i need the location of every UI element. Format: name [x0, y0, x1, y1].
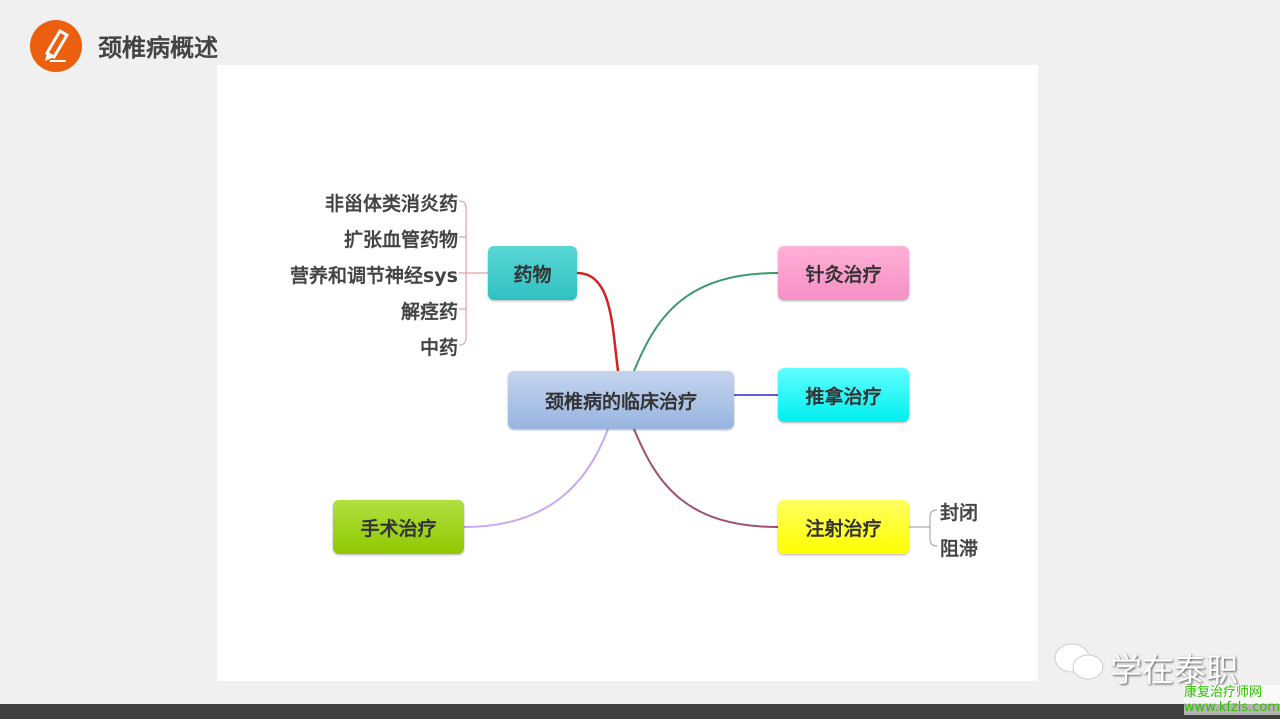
- drug-item: 中药: [419, 337, 458, 359]
- drug-item: 营养和调节神经sys: [289, 265, 458, 287]
- drug-item: 解痉药: [400, 301, 458, 323]
- injection-item: 封闭: [940, 502, 979, 524]
- site-name: 康复治疗师网: [1184, 685, 1263, 700]
- mindmap-connectors: [458, 200, 938, 547]
- node-surgery[interactable]: 手术治疗: [333, 500, 464, 554]
- node-drugs[interactable]: 药物: [488, 246, 577, 300]
- node-injection[interactable]: 注射治疗: [778, 500, 909, 554]
- injection-item: 阻滞: [940, 538, 979, 560]
- watermark-name: 学在泰职: [1110, 651, 1239, 689]
- drug-item: 扩张血管药物: [343, 229, 458, 251]
- node-massage[interactable]: 推拿治疗: [778, 368, 909, 422]
- node-acupuncture[interactable]: 针灸治疗: [778, 246, 909, 300]
- wechat-icon: [1052, 640, 1108, 688]
- site-url: www.kfzls.com: [1184, 700, 1280, 715]
- page-title: 颈椎病概述: [98, 34, 218, 62]
- node-center[interactable]: 颈椎病的临床治疗: [508, 371, 734, 429]
- mindmap-canvas: 药物 颈椎病的临床治疗 针灸治疗 推拿治疗 注射治疗 手术治疗 非甾体类消炎药 …: [217, 65, 1038, 681]
- pencil-icon: [30, 20, 82, 72]
- drug-item: 非甾体类消炎药: [324, 193, 458, 215]
- bottom-bar: [0, 704, 1280, 719]
